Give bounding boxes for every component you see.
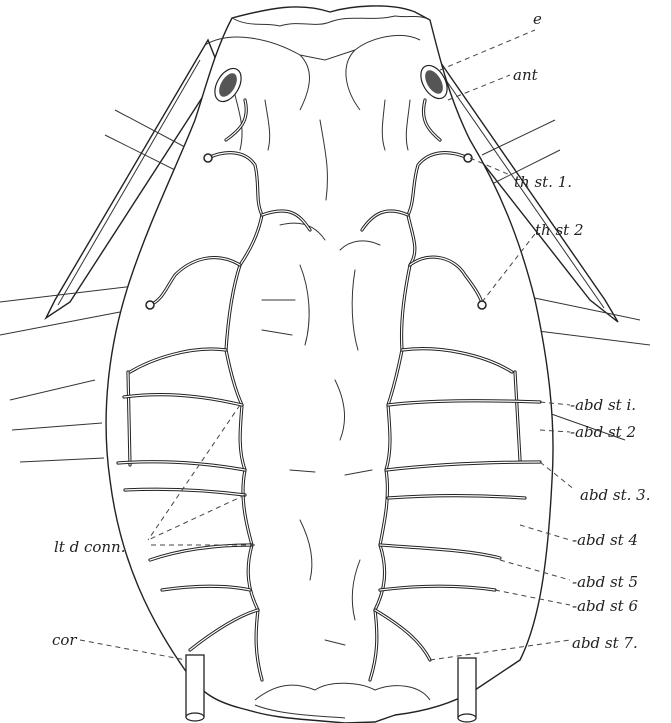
label-abd-st-1: -abd st i. xyxy=(570,396,636,414)
label-th-st-2: th st 2 xyxy=(535,221,584,239)
label-abd-st-2: -abd st 2 xyxy=(570,423,636,441)
label-lt-d-conn: lt d conn. xyxy=(54,538,125,556)
label-e: e xyxy=(533,10,542,28)
label-abd-st-3: abd st. 3. xyxy=(580,486,651,504)
left-cercus xyxy=(186,655,204,721)
label-abd-st-6: -abd st 6 xyxy=(572,597,638,615)
label-abd-st-7: abd st 7. xyxy=(572,634,638,652)
label-ant: ant xyxy=(513,66,539,84)
label-th-st-1: th st. 1. xyxy=(514,173,572,191)
label-cor: cor xyxy=(52,631,77,649)
right-cercus xyxy=(458,658,476,722)
label-abd-st-4: -abd st 4 xyxy=(572,531,638,549)
label-abd-st-5: -abd st 5 xyxy=(572,573,638,591)
